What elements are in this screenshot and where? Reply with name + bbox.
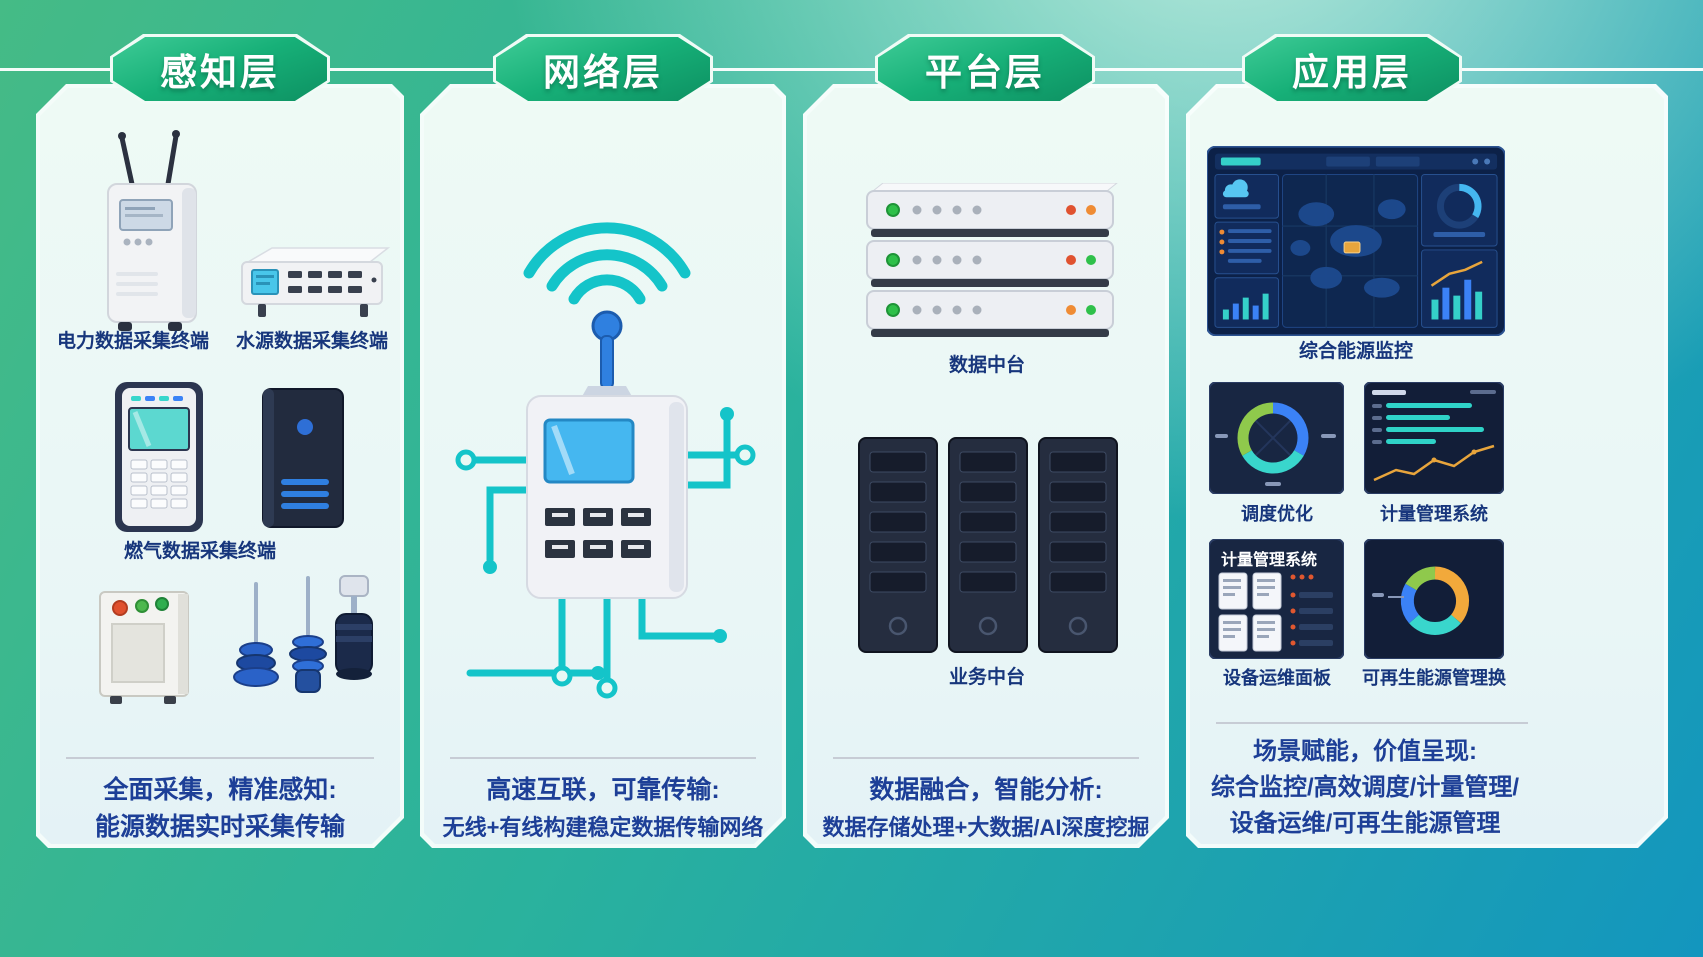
summary-platform-line1: 数据融合，智能分析:	[869, 776, 1103, 804]
device-label-data-platform: 数据中台	[948, 355, 1025, 376]
gateway-illustration	[442, 168, 772, 728]
layer-title-application: 应用层	[1292, 52, 1412, 93]
dark-tower-illustration	[245, 383, 360, 533]
summary-platform: 数据融合，智能分析: 数据存储处理+大数据/AI深度挖掘	[815, 772, 1157, 846]
badge-connector-line	[0, 68, 1703, 71]
summary-application-line3: 设备运维/可再生能源管理	[1229, 810, 1501, 837]
layer-title-network: 网络层	[543, 52, 663, 93]
layer-title-platform: 平台层	[925, 52, 1045, 93]
device-label-water-terminal: 水源数据采集终端	[235, 331, 388, 352]
layer-badge-perception: 感知层	[110, 34, 330, 104]
layer-panel-application-body: 综合能源监控	[1190, 88, 1664, 844]
monitoring-dashboard-illustration	[1207, 146, 1505, 336]
device-label-renewable-management: 可再生能源管理换	[1362, 668, 1506, 688]
summary-divider-network	[450, 757, 756, 759]
summary-application: 场景赋能，价值呈现: 综合监控/高效调度/计量管理/ 设备运维/可再生能源管理	[1190, 734, 1540, 842]
sensor-probes-illustration	[228, 570, 378, 706]
tower-servers-illustration	[849, 430, 1131, 660]
summary-network-line1: 高速互联，可靠传输:	[486, 776, 720, 804]
summary-network-line2: 无线+有线构建稳定数据传输网络	[442, 815, 764, 840]
summary-divider-perception	[66, 757, 374, 759]
device-ops-panel-illustration	[1209, 539, 1344, 659]
layer-badge-platform: 平台层	[875, 34, 1095, 104]
metering-chart-panel-illustration	[1364, 382, 1504, 494]
layer-panel-application: 综合能源监控	[1186, 84, 1668, 848]
layer-panel-platform-body: 数据中台	[807, 88, 1165, 844]
device-label-power-terminal: 电力数据采集终端	[56, 331, 209, 352]
device-label-metering-system: 计量管理系统	[1380, 504, 1488, 524]
layer-panel-perception: 电力数据采集终端 水源数据采集终端	[36, 84, 404, 848]
layer-panel-perception-body: 电力数据采集终端 水源数据采集终端	[40, 88, 400, 844]
summary-application-line1: 场景赋能，价值呈现:	[1253, 738, 1477, 765]
summary-platform-line2: 数据存储处理+大数据/AI深度挖掘	[822, 815, 1150, 840]
layer-panel-network: 高速互联，可靠传输: 无线+有线构建稳定数据传输网络	[420, 84, 786, 848]
rack-servers-illustration	[849, 183, 1131, 343]
control-box-illustration	[82, 576, 207, 708]
summary-application-line2: 综合监控/高效调度/计量管理/	[1210, 774, 1519, 801]
layer-title-perception: 感知层	[160, 52, 280, 93]
layer-panel-network-body: 高速互联，可靠传输: 无线+有线构建稳定数据传输网络	[424, 88, 782, 844]
device-label-energy-monitoring: 综合能源监控	[1298, 341, 1413, 362]
device-label-dispatch-optimization: 调度优化	[1241, 504, 1313, 524]
summary-network: 高速互联，可靠传输: 无线+有线构建稳定数据传输网络	[432, 772, 774, 846]
summary-perception-line2: 能源数据实时采集传输	[94, 813, 345, 841]
layer-badge-application: 应用层	[1242, 34, 1462, 104]
summary-perception-line1: 全面采集，精准感知:	[103, 776, 337, 804]
dispatch-gauge-panel-illustration	[1209, 382, 1344, 494]
water-terminal-illustration	[230, 240, 395, 328]
device-label-ops-dashboard: 设备运维面板	[1223, 668, 1331, 688]
power-terminal-illustration	[80, 126, 220, 336]
gas-meter-illustration	[95, 376, 223, 538]
device-ops-panel-title: 计量管理系统	[1221, 552, 1318, 569]
device-label-business-platform: 业务中台	[948, 667, 1025, 688]
summary-perception: 全面采集，精准感知: 能源数据实时采集传输	[48, 772, 392, 846]
device-label-gas-terminal: 燃气数据采集终端	[123, 541, 276, 562]
renewable-donut-panel-illustration	[1364, 539, 1504, 659]
summary-divider-application	[1216, 722, 1528, 724]
layer-badge-network: 网络层	[493, 34, 713, 104]
summary-divider-platform	[833, 757, 1139, 759]
layer-panel-platform: 数据中台	[803, 84, 1169, 848]
